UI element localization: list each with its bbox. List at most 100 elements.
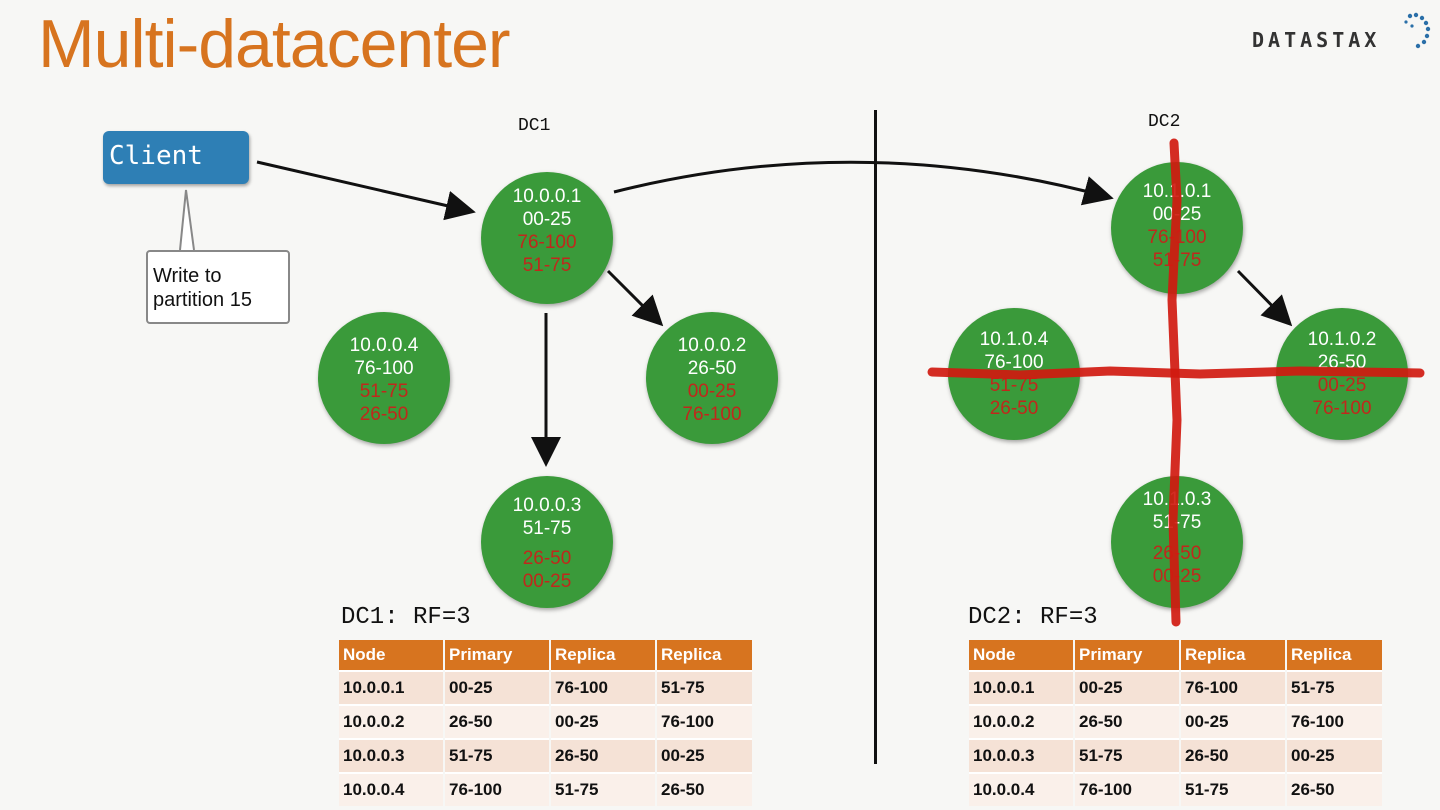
- table-cell: 10.0.0.1: [339, 671, 445, 705]
- node-replica-2: 00-25: [522, 571, 572, 592]
- header-replica: Replica: [550, 640, 657, 671]
- table-cell: 00-25: [1180, 705, 1287, 739]
- dc2-rf-label: DC2: RF=3: [968, 604, 1098, 631]
- header-primary: Primary: [1074, 640, 1181, 671]
- table-cell: 00-25: [1286, 739, 1384, 773]
- table-row: 10.0.0.2 26-50 00-25 76-100: [339, 705, 754, 739]
- node-primary: 00-25: [522, 209, 572, 230]
- node-ip: 10.1.0.2: [1307, 329, 1377, 350]
- table-cell: 51-75: [550, 773, 657, 806]
- arrow-dc1-to-dc2: [613, 160, 1114, 206]
- dc1-node-1: 10.0.0.1 00-25 76-100 51-75: [481, 172, 613, 304]
- table-header-row: Node Primary Replica Replica: [969, 640, 1384, 671]
- header-replica: Replica: [656, 640, 754, 671]
- table-cell: 10.0.0.4: [339, 773, 445, 806]
- header-node: Node: [969, 640, 1075, 671]
- dc1-rf-label: DC1: RF=3: [341, 604, 471, 631]
- table-cell: 10.0.0.3: [969, 739, 1075, 773]
- table-cell: 76-100: [1074, 773, 1181, 806]
- header-primary: Primary: [444, 640, 551, 671]
- callout-line-2: partition 15: [153, 289, 252, 311]
- table-cell: 51-75: [1074, 739, 1181, 773]
- node-replica-1: 51-75: [359, 381, 409, 402]
- node-replica-1: 26-50: [522, 548, 572, 569]
- table-row: 10.0.0.3 51-75 26-50 00-25: [339, 739, 754, 773]
- table-row: 10.0.0.4 76-100 51-75 26-50: [969, 773, 1384, 806]
- dc1-node-4: 10.0.0.4 76-100 51-75 26-50: [318, 312, 450, 444]
- node-replica-1: 00-25: [687, 381, 737, 402]
- table-cell: 26-50: [1286, 773, 1384, 806]
- dc1-label: DC1: [518, 116, 551, 136]
- dc1-token-table: Node Primary Replica Replica 10.0.0.1 00…: [339, 640, 754, 806]
- header-replica: Replica: [1180, 640, 1287, 671]
- crossout-vertical-stroke: [1167, 138, 1182, 627]
- table-cell: 26-50: [656, 773, 754, 806]
- table-cell: 26-50: [1074, 705, 1181, 739]
- datacenter-divider: [874, 110, 877, 764]
- table-cell: 00-25: [444, 671, 551, 705]
- header-replica: Replica: [1286, 640, 1384, 671]
- logo-text: DATASTAX: [1252, 28, 1381, 52]
- node-primary: 76-100: [354, 358, 414, 379]
- node-replica-1: 00-25: [1317, 375, 1367, 396]
- node-ip: 10.1.0.4: [979, 329, 1049, 350]
- table-cell: 00-25: [1074, 671, 1181, 705]
- table-cell: 76-100: [656, 705, 754, 739]
- page-title: Multi-datacenter: [38, 6, 511, 82]
- node-primary: 26-50: [687, 358, 737, 379]
- table-cell: 76-100: [1286, 705, 1384, 739]
- node-ip: 10.0.0.2: [677, 335, 747, 356]
- node-primary: 76-100: [984, 352, 1044, 373]
- node-ip: 10.0.0.1: [512, 186, 582, 207]
- table-cell: 76-100: [1180, 671, 1287, 705]
- table-cell: 51-75: [1286, 671, 1384, 705]
- table-row: 10.0.0.2 26-50 00-25 76-100: [969, 705, 1384, 739]
- table-cell: 00-25: [550, 705, 657, 739]
- node-replica-2: 51-75: [522, 255, 572, 276]
- arrow-node1-to-node2: [606, 269, 664, 327]
- write-callout: Write to partition 15: [146, 250, 290, 324]
- node-ip: 10.0.0.3: [512, 495, 582, 516]
- table-cell: 10.0.0.2: [969, 705, 1075, 739]
- dc2-token-table: Node Primary Replica Replica 10.0.0.1 00…: [969, 640, 1384, 806]
- node-replica-2: 76-100: [682, 404, 742, 425]
- table-cell: 00-25: [656, 739, 754, 773]
- table-row: 10.0.0.1 00-25 76-100 51-75: [969, 671, 1384, 705]
- arrow-client-to-node1: [256, 160, 476, 221]
- table-header-row: Node Primary Replica Replica: [339, 640, 754, 671]
- node-replica-2: 26-50: [359, 404, 409, 425]
- arrow-dc2-node1-to-node2: [1236, 269, 1293, 327]
- table-cell: 10.0.0.3: [339, 739, 445, 773]
- table-cell: 51-75: [656, 671, 754, 705]
- node-replica-2: 26-50: [989, 398, 1039, 419]
- table-cell: 10.0.0.4: [969, 773, 1075, 806]
- table-cell: 76-100: [550, 671, 657, 705]
- callout-pointer: [179, 189, 195, 251]
- node-replica-1: 76-100: [517, 232, 577, 253]
- node-ip: 10.0.0.4: [349, 335, 419, 356]
- table-cell: 26-50: [1180, 739, 1287, 773]
- dc2-label: DC2: [1148, 112, 1181, 132]
- table-cell: 51-75: [1180, 773, 1287, 806]
- logo-dots-icon: [1404, 12, 1431, 49]
- crossout-horizontal-stroke: [927, 366, 1425, 380]
- client-box: Client: [103, 131, 249, 184]
- node-replica-1: 51-75: [989, 375, 1039, 396]
- table-cell: 10.0.0.2: [339, 705, 445, 739]
- table-cell: 26-50: [444, 705, 551, 739]
- dc1-node-3: 10.0.0.3 51-75 26-50 00-25: [481, 476, 613, 608]
- dc1-node-2: 10.0.0.2 26-50 00-25 76-100: [646, 312, 778, 444]
- datastax-logo: DATASTAX: [1252, 12, 1432, 52]
- table-row: 10.0.0.3 51-75 26-50 00-25: [969, 739, 1384, 773]
- callout-line-1: Write to: [153, 265, 222, 287]
- header-node: Node: [339, 640, 445, 671]
- table-row: 10.0.0.4 76-100 51-75 26-50: [339, 773, 754, 806]
- table-cell: 10.0.0.1: [969, 671, 1075, 705]
- table-cell: 51-75: [444, 739, 551, 773]
- table-cell: 26-50: [550, 739, 657, 773]
- table-row: 10.0.0.1 00-25 76-100 51-75: [339, 671, 754, 705]
- table-cell: 76-100: [444, 773, 551, 806]
- node-primary: 51-75: [522, 518, 572, 539]
